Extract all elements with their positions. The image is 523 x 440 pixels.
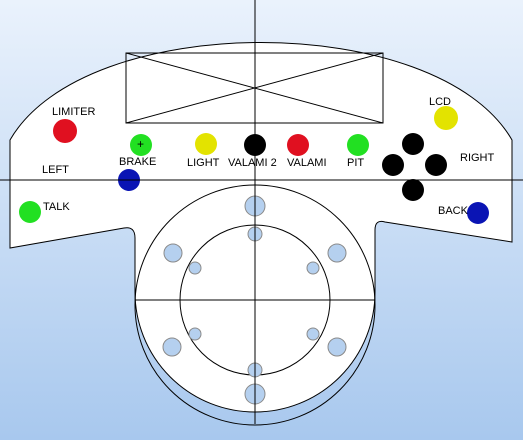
mounting-hole xyxy=(188,327,202,341)
light-label: LIGHT xyxy=(187,157,220,169)
mounting-hole xyxy=(306,261,320,275)
lcd-button[interactable] xyxy=(434,106,458,130)
dpad-left-button[interactable] xyxy=(382,154,404,176)
mounting-hole xyxy=(163,243,183,263)
left-button[interactable] xyxy=(21,165,41,185)
plus-button[interactable] xyxy=(130,134,152,156)
back-button[interactable] xyxy=(467,202,489,224)
dpad-up-button[interactable] xyxy=(402,133,424,155)
mounting-hole xyxy=(162,337,182,357)
talk-button[interactable] xyxy=(19,201,41,223)
mounting-hole xyxy=(306,327,320,341)
back-label: BACK xyxy=(438,205,468,217)
mounting-hole xyxy=(327,337,347,357)
pit-button[interactable] xyxy=(347,134,369,156)
lcd-label: LCD xyxy=(429,96,452,108)
mounting-hole xyxy=(188,261,202,275)
dpad-down-button[interactable] xyxy=(402,179,424,201)
valami2-label: VALAMI 2 xyxy=(228,157,277,169)
light-button[interactable] xyxy=(195,133,217,155)
mounting-hole xyxy=(327,243,347,263)
pit-label: PIT xyxy=(347,157,365,169)
right-button[interactable] xyxy=(468,162,488,182)
talk-label: TALK xyxy=(43,201,70,213)
wheel-plate xyxy=(9,42,513,413)
brake-label: BRAKE xyxy=(119,156,157,168)
left-label: LEFT xyxy=(42,164,69,176)
limiter-button[interactable] xyxy=(53,119,77,143)
plus-label: + xyxy=(137,137,145,151)
valami-button[interactable] xyxy=(287,134,309,156)
limiter-label: LIMITER xyxy=(52,106,96,118)
right-label: RIGHT xyxy=(460,152,495,164)
dpad-right-button[interactable] xyxy=(425,154,447,176)
valami-label: VALAMI xyxy=(287,157,327,169)
